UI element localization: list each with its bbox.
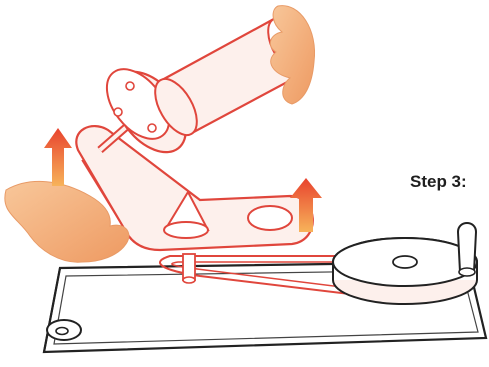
hand-icon-top	[270, 6, 314, 104]
crank-handle-icon	[458, 223, 476, 276]
drive-wheel	[333, 223, 477, 304]
pivot-post	[183, 254, 195, 283]
step-label: Step 3:	[410, 172, 467, 192]
arrow-up-icon-left	[44, 128, 72, 186]
swing-arm	[76, 126, 313, 283]
clamp-hole-icon	[47, 320, 81, 340]
